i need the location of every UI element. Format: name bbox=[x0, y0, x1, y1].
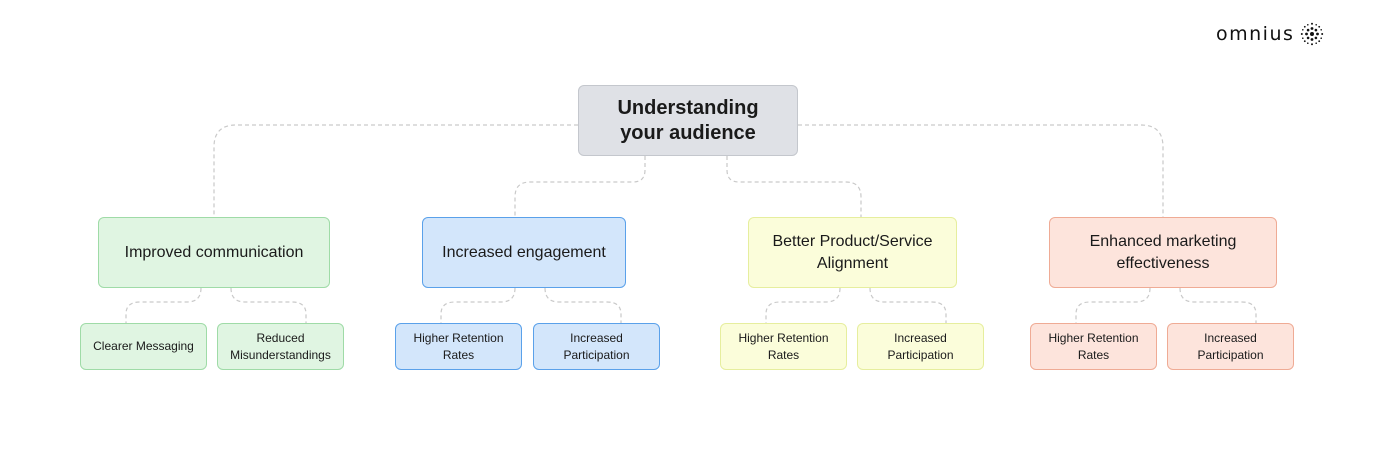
connector-branch-4-leaf-1 bbox=[1075, 287, 1151, 323]
root-node: Understanding your audience bbox=[578, 85, 798, 156]
leaf-label: Increased Participation bbox=[563, 330, 630, 362]
leaf-label: Reduced Misunderstandings bbox=[230, 330, 331, 362]
leaf-node-2-2: Increased Participation bbox=[533, 323, 660, 370]
leaf-label: Clearer Messaging bbox=[93, 339, 194, 353]
leaf-node-1-1: Clearer Messaging bbox=[80, 323, 207, 370]
leaf-node-3-2: Increased Participation bbox=[857, 323, 984, 370]
connector-branch-3-leaf-2 bbox=[869, 287, 947, 323]
connector-branch-2-leaf-1 bbox=[440, 287, 516, 323]
leaf-node-4-2: Increased Participation bbox=[1167, 323, 1294, 370]
branch-label: Increased engagement bbox=[442, 243, 606, 261]
connector-root-branch-3 bbox=[726, 156, 862, 217]
connector-branch-3-leaf-1 bbox=[765, 287, 841, 323]
leaf-node-3-1: Higher Retention Rates bbox=[720, 323, 847, 370]
connector-root-branch-4 bbox=[798, 124, 1164, 217]
branch-label: Improved communication bbox=[124, 243, 304, 261]
connector-branch-1-leaf-1 bbox=[125, 287, 202, 323]
branch-node-2: Increased engagement bbox=[422, 217, 626, 288]
dotted-sphere-icon bbox=[1301, 22, 1324, 46]
root-label-line-2: your audience bbox=[620, 121, 756, 144]
leaf-label: Increased Participation bbox=[887, 330, 954, 362]
leaf-label: Higher Retention Rates bbox=[1048, 330, 1139, 362]
logo-wordmark: omnius bbox=[1216, 23, 1295, 45]
connector-branch-4-leaf-2 bbox=[1179, 287, 1257, 323]
root-label-line-1: Understanding bbox=[617, 96, 759, 119]
connector-root-branch-2 bbox=[514, 156, 646, 217]
branch-node-3: Better Product/Service Alignment bbox=[748, 217, 957, 288]
root-label: Understanding your audience bbox=[617, 96, 758, 146]
branch-label: Enhanced marketing effectiveness bbox=[1089, 232, 1237, 272]
leaf-label: Higher Retention Rates bbox=[738, 330, 829, 362]
branch-node-1: Improved communication bbox=[98, 217, 330, 288]
branch-node-4: Enhanced marketing effectiveness bbox=[1049, 217, 1277, 288]
branch-label: Better Product/Service Alignment bbox=[772, 232, 933, 272]
omnius-logo: omnius bbox=[1216, 20, 1324, 48]
leaf-label: Increased Participation bbox=[1197, 330, 1264, 362]
connector-branch-2-leaf-2 bbox=[544, 287, 622, 323]
leaf-node-1-2: Reduced Misunderstandings bbox=[217, 323, 344, 370]
leaf-node-4-1: Higher Retention Rates bbox=[1030, 323, 1157, 370]
connector-root-branch-1 bbox=[213, 124, 578, 217]
connector-branch-1-leaf-2 bbox=[230, 287, 307, 323]
leaf-node-2-1: Higher Retention Rates bbox=[395, 323, 522, 370]
leaf-label: Higher Retention Rates bbox=[413, 330, 504, 362]
